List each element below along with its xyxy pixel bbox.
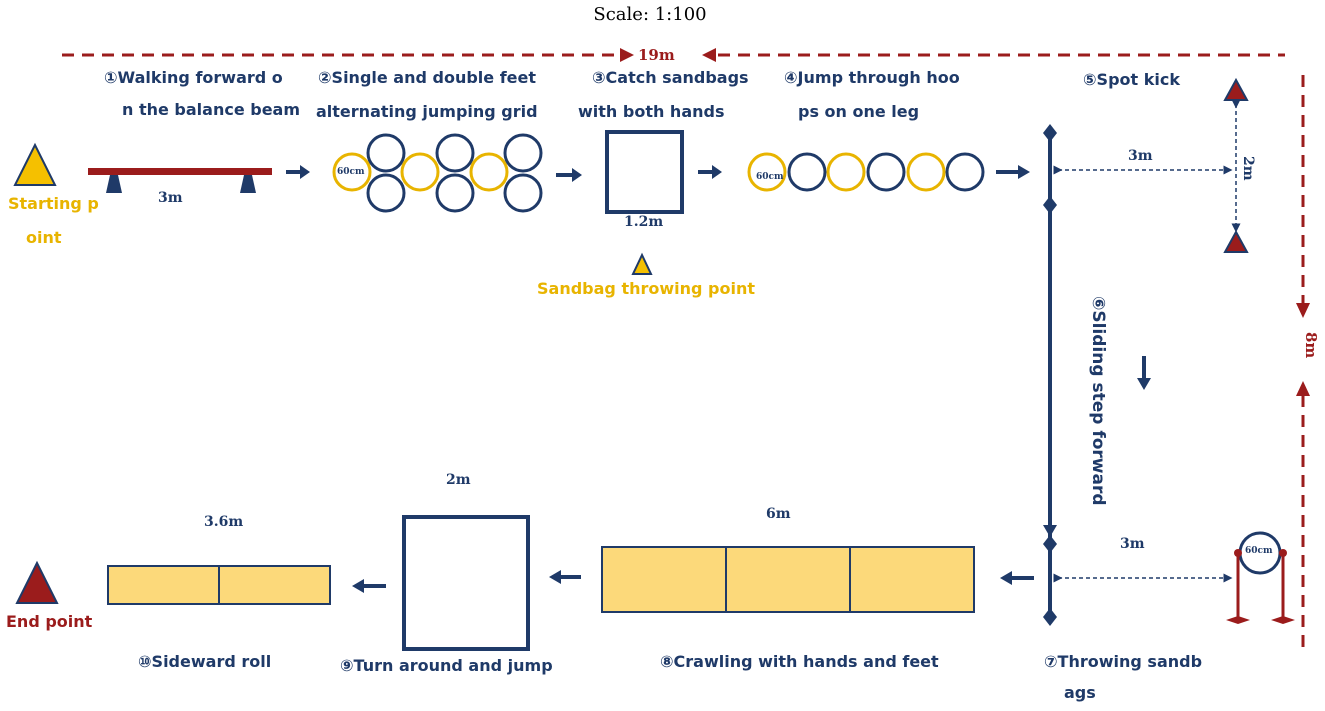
station-2-line2: alternating jumping grid: [316, 102, 538, 121]
crawl-length: 6m: [766, 506, 791, 522]
balance-beam: [88, 168, 272, 193]
station-3-line2: with both hands: [578, 102, 725, 121]
sandbag-throwing-triangle: [631, 252, 653, 275]
total-width-label: 19m: [638, 46, 675, 64]
station-10-label: ⑩Sideward roll: [138, 652, 272, 671]
jumping-grid-hoops: [332, 133, 543, 213]
total-height-label: 8m: [1302, 332, 1320, 359]
one-leg-hoops: [747, 152, 985, 192]
station-8-label: ⑧Crawling with hands and feet: [660, 652, 939, 671]
grid-hoop-size: 60cm: [337, 167, 365, 177]
spot-kick-horizontal: 3m: [1128, 148, 1153, 164]
station-1-line2: n the balance beam: [122, 100, 301, 119]
sliding-step-line: [1043, 124, 1057, 626]
flow-arrows: [286, 165, 1151, 593]
start-triangle: [13, 142, 57, 186]
station-9-label: ⑨Turn around and jump: [340, 656, 553, 675]
jump-box-size: 2m: [446, 472, 471, 488]
station-7-line2: ags: [1064, 683, 1096, 702]
station-4-line2: ps on one leg: [798, 102, 920, 121]
throwing-target-hoop: [1053, 531, 1295, 624]
leg-hoop-size: 60cm: [756, 172, 784, 182]
spot-kick-vertical: 2m: [1240, 156, 1256, 181]
end-label: End point: [6, 612, 93, 631]
catch-sandbag-box: [605, 130, 684, 214]
station-6-label: ⑥Sliding step forward: [1088, 296, 1108, 506]
scale-label: Scale: 1:100: [593, 4, 707, 25]
station-4-line1: ④Jump through hoo: [784, 68, 960, 87]
spot-kick-dimensions: [1053, 77, 1249, 253]
target-hoop-size: 60cm: [1245, 546, 1273, 556]
throw-distance: 3m: [1120, 536, 1145, 552]
jump-box: [402, 515, 530, 651]
roll-length: 3.6m: [204, 514, 244, 530]
station-1-line1: ①Walking forward o: [104, 68, 283, 87]
station-5-label: ⑤Spot kick: [1083, 70, 1180, 89]
station-3-line1: ③Catch sandbags: [592, 68, 749, 87]
start-label-line1: Starting p: [8, 194, 99, 213]
station-7-line1: ⑦Throwing sandb: [1044, 652, 1203, 671]
station-2-line1: ②Single and double feet: [318, 68, 537, 87]
catch-box-size: 1.2m: [624, 214, 664, 230]
crawling-mat: [601, 546, 975, 613]
roll-mat: [107, 565, 331, 605]
total-width-dimension: [62, 48, 1285, 62]
end-triangle: [15, 560, 59, 604]
sandbag-throwing-label: Sandbag throwing point: [537, 279, 756, 298]
start-label-line2: oint: [26, 228, 62, 247]
total-height-dimension: [1296, 75, 1310, 648]
beam-length: 3m: [158, 190, 183, 206]
